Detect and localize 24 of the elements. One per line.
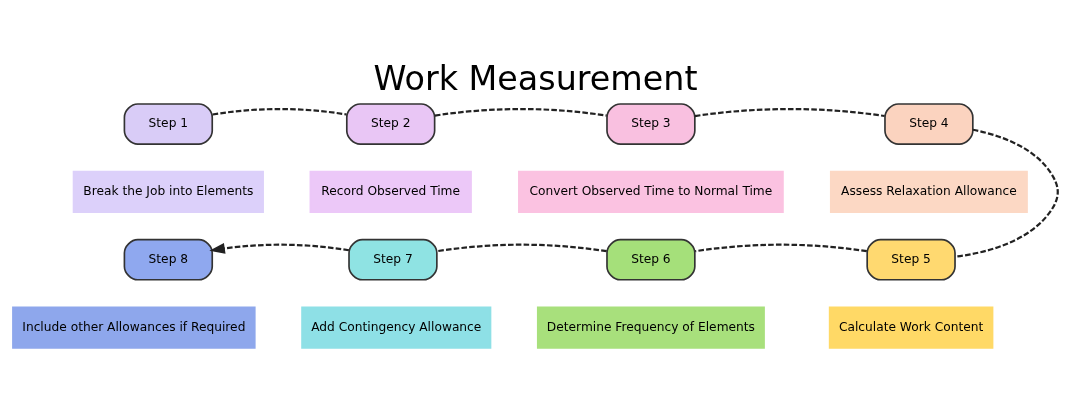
node-box: Convert Observed Time to Normal Time — [518, 170, 784, 213]
node-box: Add Contingency Allowance — [301, 306, 492, 349]
node-box: Break the Job into Elements — [72, 170, 264, 213]
node-box: Step 8 — [123, 238, 214, 281]
node-box: Step 1 — [123, 103, 214, 145]
connector — [212, 107, 347, 116]
connector — [694, 107, 885, 118]
connector — [955, 128, 1059, 258]
node-box: Calculate Work Content — [828, 306, 994, 349]
arrow — [209, 243, 350, 254]
node-box: Step 7 — [348, 238, 438, 281]
node-box: Record Observed Time — [309, 170, 472, 213]
node-box: Step 4 — [884, 103, 974, 145]
connector — [437, 243, 607, 253]
node-box: Step 3 — [606, 103, 696, 145]
node-box: Determine Frequency of Elements — [536, 306, 765, 349]
node-box: Step 2 — [345, 103, 436, 145]
node-box: Step 5 — [866, 238, 956, 281]
connector — [434, 107, 607, 117]
node-box: Step 6 — [606, 238, 696, 281]
node-box: Include other Allowances if Required — [12, 306, 256, 349]
connector — [694, 243, 867, 253]
diagram-title: Work Measurement — [373, 58, 698, 98]
node-box: Assess Relaxation Allowance — [829, 170, 1028, 213]
